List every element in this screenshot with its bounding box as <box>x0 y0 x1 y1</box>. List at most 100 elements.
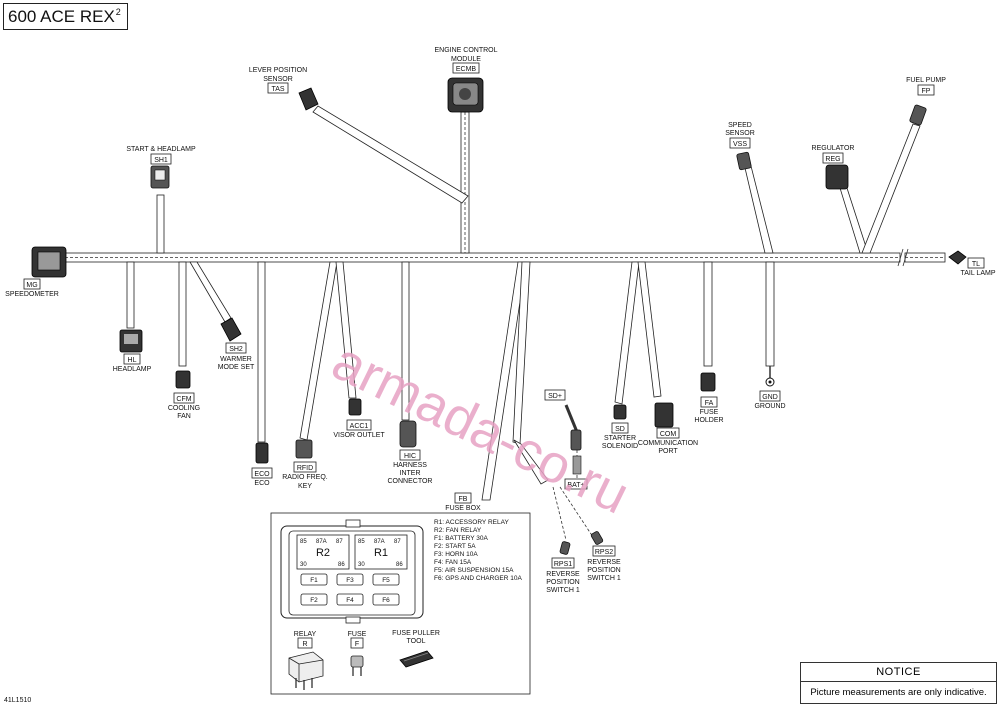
fuse-f5: F5 <box>382 577 390 584</box>
com-code: COM <box>660 431 677 438</box>
hic-connector <box>399 420 417 448</box>
fa-connector <box>700 372 716 392</box>
rps1-label-1: REVERSE <box>546 571 580 578</box>
notice-body: Picture measurements are only indicative… <box>810 687 987 698</box>
sh2-connector <box>220 317 242 342</box>
relay-part: RELAY R <box>288 631 324 690</box>
hic-label-2: INTER <box>400 470 421 477</box>
fuse-f2: F2 <box>310 597 318 604</box>
hic-label-3: CONNECTOR <box>388 478 433 485</box>
rfid-label-2: KEY <box>298 483 312 490</box>
tl-code: TL <box>972 261 980 268</box>
cfm-code: CFM <box>176 396 191 403</box>
rps2-code: RPS2 <box>595 549 613 556</box>
tas-connector <box>298 87 319 111</box>
fuse-part: FUSE F <box>348 631 367 676</box>
legend-line-2: R2: FAN RELAY <box>434 527 482 534</box>
fuse-f1: F1 <box>310 577 318 584</box>
fusebox-body: 85 87A 87 R2 30 86 85 87A 87 R1 30 86 F1… <box>280 519 424 624</box>
rfid-connector <box>295 439 313 459</box>
mg-code: MG <box>26 282 37 289</box>
relay-r2: R2 <box>316 547 330 559</box>
notice-header: NOTICE <box>801 663 996 682</box>
tas-code: TAS <box>271 86 284 93</box>
legend-line-3: F1: BATTERY 30A <box>434 535 488 542</box>
reverse-switch-leads <box>552 450 594 541</box>
fusebox-legend: R1: ACCESSORY RELAY R2: FAN RELAY F1: BA… <box>434 519 522 582</box>
reference-code: 41L1510 <box>4 697 32 704</box>
reg-connector <box>825 164 849 190</box>
hic-label-1: HARNESS <box>393 462 427 469</box>
eco-label: ECO <box>254 480 270 487</box>
gnd-label: GROUND <box>754 403 785 410</box>
r1-pin-86: 86 <box>396 562 403 568</box>
legend-line-7: F5: AIR SUSPENSION 15A <box>434 567 514 574</box>
batp-terminal <box>572 455 582 475</box>
cfm-label-1: COOLING <box>168 405 200 412</box>
sh2-label-1: WARMER <box>220 356 252 363</box>
cfm-label-2: FAN <box>177 413 191 420</box>
fa-label-2: HOLDER <box>694 417 723 424</box>
fuse-puller-part: FUSE PULLER TOOL <box>392 630 440 668</box>
puller-label-1: FUSE PULLER <box>392 630 440 637</box>
fuse-part-code: F <box>355 641 359 648</box>
com-label-2: PORT <box>658 448 678 455</box>
vss-label-1: SPEED <box>728 122 752 129</box>
model-name: 600 ACE REX <box>8 6 115 26</box>
reg-label: REGULATOR <box>812 145 855 152</box>
model-superscript: 2 <box>115 7 121 17</box>
rps2-label-3: SWITCH 1 <box>587 575 621 582</box>
legend-line-8: F6: GPS AND CHARGER 10A <box>434 575 522 582</box>
rps2-label-2: POSITION <box>587 567 620 574</box>
vss-connector <box>736 151 752 171</box>
sd-label-1: STARTER <box>604 435 636 442</box>
vss-label-2: SENSOR <box>725 130 755 137</box>
sdp-code: SD+ <box>548 393 562 400</box>
mg-connector <box>31 246 67 278</box>
sd-label-2: SOLENOID <box>602 443 638 450</box>
eco-code: ECO <box>254 471 270 478</box>
notice-box: NOTICE Picture measurements are only ind… <box>800 662 997 704</box>
gnd-terminal <box>765 366 775 387</box>
cfm-connector <box>175 370 191 389</box>
tl-connector <box>948 250 967 265</box>
r1-pin-87a: 87A <box>374 539 385 545</box>
hl-label: HEADLAMP <box>113 366 152 373</box>
rfid-code: RFID <box>297 465 313 472</box>
r1-pin-30: 30 <box>358 562 365 568</box>
acc1-code: ACC1 <box>350 423 369 430</box>
fusebox-detail-panel: 85 87A 87 R2 30 86 85 87A 87 R1 30 86 F1… <box>270 512 531 695</box>
eco-connector <box>255 442 269 464</box>
rfid-label-1: RADIO FREQ. <box>282 474 328 481</box>
ecmb-connector <box>447 77 484 113</box>
fp-code: FP <box>922 88 931 95</box>
legend-line-4: F2: START 5A <box>434 543 476 550</box>
fuse-f6: F6 <box>382 597 390 604</box>
harness-branches <box>126 105 921 501</box>
reg-code: REG <box>825 156 840 163</box>
sh2-label-2: MODE SET <box>218 364 255 371</box>
com-connector <box>654 402 674 428</box>
acc1-label: VISOR OUTLET <box>333 432 385 439</box>
acc1-connector <box>348 398 362 416</box>
com-label-1: COMMUNICATION <box>638 440 698 447</box>
fa-code: FA <box>705 400 714 407</box>
puller-label-2: TOOL <box>407 638 426 645</box>
gnd-code: GND <box>762 394 778 401</box>
r2-pin-30: 30 <box>300 562 307 568</box>
sh1-label: START & HEADLAMP <box>126 146 196 153</box>
fp-label: FUEL PUMP <box>906 77 946 84</box>
hl-connector <box>119 329 143 353</box>
sd-connector <box>613 404 627 420</box>
r2-pin-87a: 87A <box>316 539 327 545</box>
rps1-label-3: SWITCH 1 <box>546 587 580 594</box>
fb-label: FUSE BOX <box>445 505 481 512</box>
fb-code: FB <box>459 496 468 503</box>
rps1-connector <box>559 541 571 555</box>
ecmb-label-1: ENGINE CONTROL <box>434 47 497 54</box>
ecmb-label-2: MODULE <box>451 56 481 63</box>
sd-code: SD <box>615 426 625 433</box>
connectors <box>31 77 967 555</box>
